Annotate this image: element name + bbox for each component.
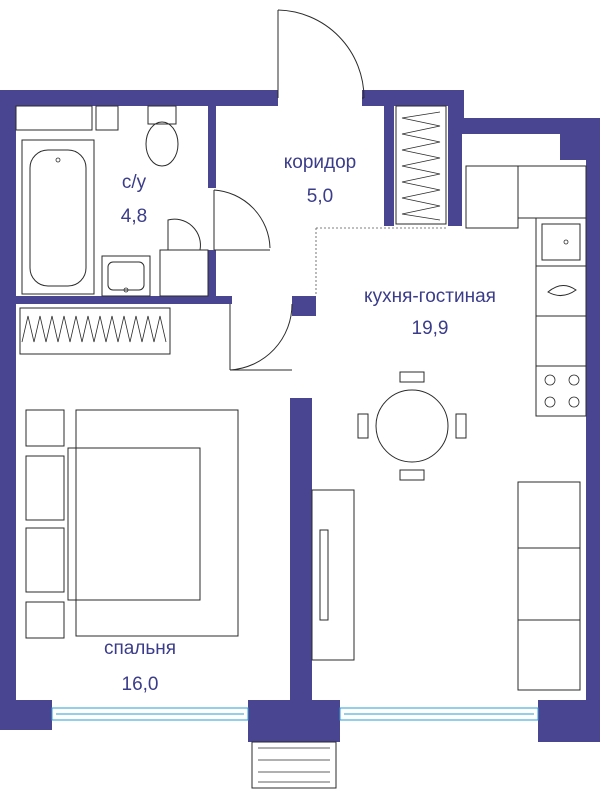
room-name-corridor: коридор: [284, 152, 357, 173]
room-area-bedroom: 16,0: [122, 674, 159, 695]
dining-table: [357, 371, 467, 481]
room-name-bedroom: спальня: [104, 638, 176, 659]
room-labels: с/у 4,8 коридор 5,0 кухня-гостиная 19,9 …: [104, 152, 496, 695]
room-area-corridor: 5,0: [307, 186, 333, 207]
bedroom-furniture: [25, 409, 239, 639]
living-furniture: [311, 481, 581, 691]
room-name-bathroom: с/у: [122, 172, 147, 193]
doors: [213, 9, 448, 371]
room-name-kitchen-living: кухня-гостиная: [364, 286, 496, 307]
room-area-kitchen-living: 19,9: [412, 318, 449, 339]
bathroom-fixtures: [15, 105, 209, 297]
room-area-bathroom: 4,8: [121, 206, 147, 227]
walls: [0, 90, 600, 742]
wardrobes: [19, 105, 447, 355]
windows: [51, 707, 539, 789]
kitchen-fixtures: [465, 165, 587, 417]
